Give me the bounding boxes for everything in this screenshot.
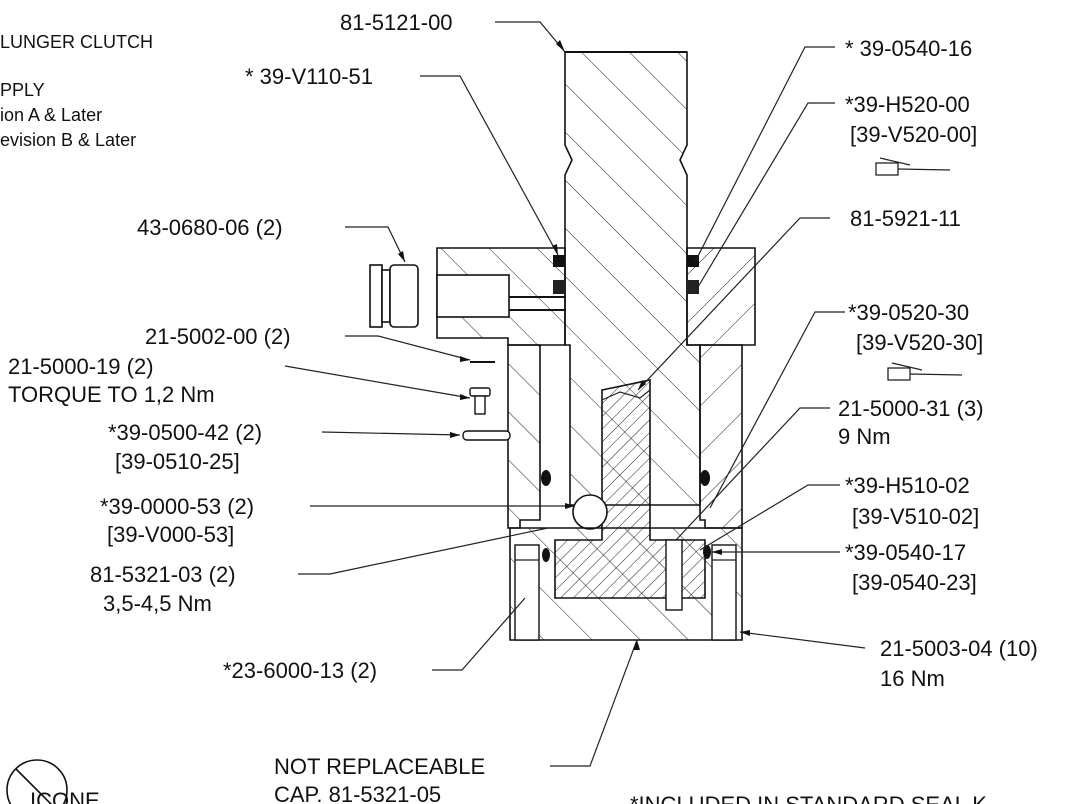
callout-v000-53: [39-V000-53] (107, 522, 234, 547)
callout-torque-1-2: TORQUE TO 1,2 Nm (8, 382, 215, 407)
callout-0000-53: *39-0000-53 (2) (100, 494, 254, 519)
callout-v510-02: [39-V510-02] (852, 504, 979, 529)
silicone-label: ICONE (30, 788, 100, 804)
callout-torque-3-5: 3,5-4,5 Nm (103, 591, 212, 616)
callout-6000-13: *23-6000-13 (2) (223, 658, 377, 683)
note-revision-a: ion A & Later (0, 105, 102, 125)
note-plunger-clutch: LUNGER CLUTCH (0, 32, 153, 52)
callout-rod: 81-5121-00 (340, 10, 453, 35)
callout-16nm: 16 Nm (880, 666, 945, 691)
callout-bearing: 81-5921-11 (850, 206, 961, 231)
callout-seal-0540-16: * 39-0540-16 (845, 36, 972, 61)
callout-5003-04: 21-5003-04 (10) (880, 636, 1038, 661)
callout-h510-02: *39-H510-02 (845, 473, 970, 498)
note-revision-b: evision B & Later (0, 130, 136, 150)
callout-h520: *39-H520-00 (845, 92, 970, 117)
callout-screw-5000-31: 21-5000-31 (3) (838, 396, 984, 421)
plug-part (369, 264, 419, 328)
callout-0510-25: [39-0510-25] (115, 449, 240, 474)
seals (541, 255, 711, 562)
callout-screw-5000-19: 21-5000-19 (2) (8, 354, 154, 379)
callout-seal-v110: * 39-V110-51 (245, 64, 373, 89)
check-ball (572, 494, 608, 530)
no-silicone-icon: ICONE (6, 759, 100, 804)
callout-pin: 21-5002-00 (2) (145, 324, 291, 349)
callout-5321-03: 81-5321-03 (2) (90, 562, 236, 587)
bottom-cap (509, 527, 743, 641)
callout-v520-30: [39-V520-30] (856, 330, 983, 355)
callout-9nm: 9 Nm (838, 424, 891, 449)
callout-plug: 43-0680-06 (2) (137, 215, 283, 240)
valve-icon (875, 157, 951, 176)
valve-icon (887, 362, 963, 381)
callout-0540-23: [39-0540-23] (852, 570, 977, 595)
footnote-included: *INCLUDED IN STANDARD SEAL K (630, 792, 987, 804)
callout-not-replaceable: NOT REPLACEABLE (274, 754, 485, 779)
callout-0500-42: *39-0500-42 (2) (108, 420, 262, 445)
plunger-rod (564, 51, 701, 506)
note-supply: PPLY (0, 80, 45, 100)
callout-cap: CAP. 81-5321-05 (274, 782, 441, 804)
callout-0520-30: *39-0520-30 (848, 300, 969, 325)
callout-0540-17: *39-0540-17 (845, 540, 966, 565)
screw-part (469, 387, 491, 415)
dowel-part (462, 430, 511, 441)
callout-v520: [39-V520-00] (850, 122, 977, 147)
leader-lines (284, 21, 866, 767)
